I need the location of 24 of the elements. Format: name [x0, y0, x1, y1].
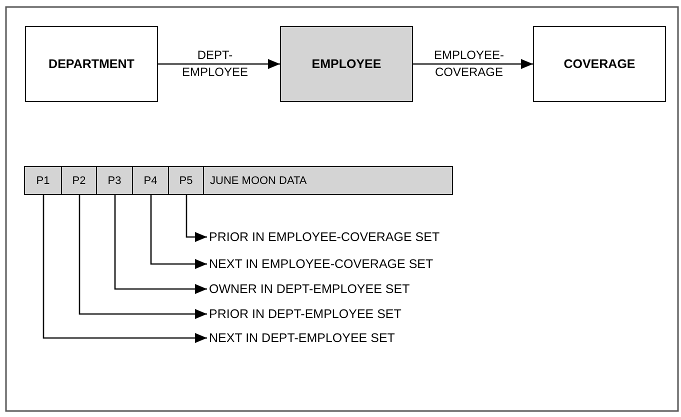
arrow — [186, 194, 207, 242]
edge-label: DEPT- EMPLOYEE — [182, 47, 248, 81]
entity-box: COVERAGE — [533, 26, 666, 102]
arrow — [150, 194, 207, 269]
pointer-field: P3 — [97, 167, 133, 194]
pointer-label: OWNER IN DEPT-EMPLOYEE SET — [209, 280, 509, 298]
entity-box: EMPLOYEE — [280, 26, 413, 102]
arrow — [413, 59, 533, 69]
arrow — [78, 194, 207, 319]
pointer-label: PRIOR IN DEPT-EMPLOYEE SET — [209, 305, 509, 323]
pointer-field: P1 — [25, 167, 62, 194]
data-field: JUNE MOON DATA — [204, 167, 452, 194]
pointer-label: NEXT IN DEPT-EMPLOYEE SET — [209, 329, 509, 347]
arrow — [42, 194, 207, 343]
arrow — [158, 59, 280, 69]
record-bar — [24, 166, 453, 195]
entity-box: DEPARTMENT — [25, 26, 158, 102]
edge-label: EMPLOYEE- COVERAGE — [434, 47, 504, 81]
arrow — [114, 194, 207, 294]
pointer-field: P5 — [169, 167, 204, 194]
pointer-field: P4 — [133, 167, 169, 194]
pointer-label: PRIOR IN EMPLOYEE-COVERAGE SET — [209, 228, 509, 246]
pointer-field: P2 — [62, 167, 97, 194]
pointer-label: NEXT IN EMPLOYEE-COVERAGE SET — [209, 255, 509, 273]
